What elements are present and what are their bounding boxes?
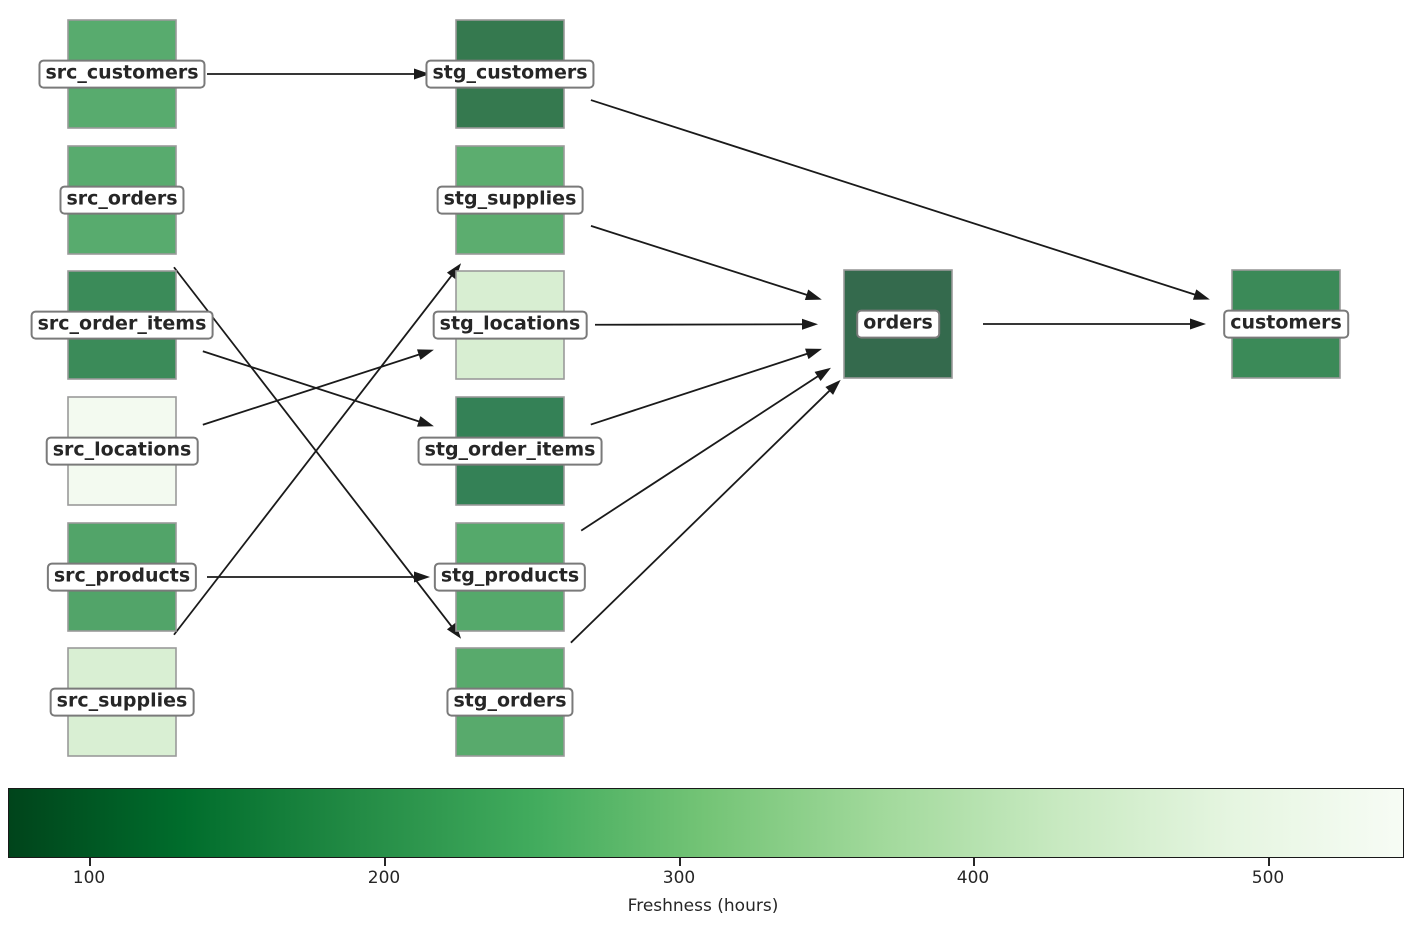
edge-stg_products-to-orders (580, 373, 822, 532)
arrowhead-stg_customers-to-customers (1192, 289, 1210, 300)
edge-src_orders-to-stg_orders (173, 266, 455, 630)
node-label-src_order_items: src_order_items (30, 310, 214, 340)
node-label-stg_customers: stg_customers (425, 59, 595, 89)
colorbar-tick-label-300: 300 (662, 868, 696, 888)
node-label-orders: orders (856, 309, 940, 339)
colorbar-tick-500 (1268, 858, 1270, 866)
node-label-src_locations: src_locations (45, 436, 199, 466)
arrowhead-src_locations-to-stg_locations (416, 349, 434, 360)
node-label-src_orders: src_orders (59, 185, 185, 215)
arrowhead-src_supplies-to-stg_supplies (446, 263, 462, 280)
node-label-src_supplies: src_supplies (49, 687, 195, 717)
node-label-stg_orders: stg_orders (446, 687, 574, 717)
node-label-stg_order_items: stg_order_items (417, 436, 603, 466)
edge-stg_orders-to-orders (570, 387, 833, 644)
colorbar-tick-label-100: 100 (72, 868, 106, 888)
node-label-src_customers: src_customers (38, 59, 206, 89)
arrowhead-stg_locations-to-orders (801, 318, 819, 330)
arrowhead-src_orders-to-stg_orders (446, 622, 462, 639)
arrowhead-src_products-to-stg_products (414, 571, 430, 583)
arrowhead-stg_supplies-to-orders (804, 289, 822, 301)
node-label-src_products: src_products (46, 562, 198, 592)
colorbar-tick-label-200: 200 (367, 868, 401, 888)
colorbar-tick-label-500: 500 (1251, 868, 1285, 888)
edge-src_order_items-to-stg_order_items (202, 350, 423, 424)
freshness-colorbar (8, 788, 1404, 858)
edge-stg_locations-to-orders (594, 323, 807, 326)
colorbar-tick-300 (679, 858, 681, 866)
edge-src_supplies-to-stg_supplies (173, 272, 455, 636)
colorbar-tick-100 (89, 858, 91, 866)
node-label-stg_products: stg_products (433, 562, 587, 592)
colorbar-tick-400 (973, 858, 975, 866)
edge-src_locations-to-stg_locations (202, 352, 423, 426)
edge-stg_order_items-to-orders (590, 351, 811, 426)
arrowhead-orders-to-customers (1190, 318, 1206, 330)
arrowhead-stg_order_items-to-orders (805, 348, 822, 360)
node-label-stg_supplies: stg_supplies (436, 185, 584, 215)
colorbar-tick-200 (384, 858, 386, 866)
arrowhead-stg_products-to-orders (814, 367, 831, 382)
arrowhead-src_customers-to-stg_customers (414, 68, 430, 80)
edge-stg_customers-to-customers (590, 99, 1199, 297)
node-label-stg_locations: stg_locations (432, 310, 588, 340)
arrowhead-src_order_items-to-stg_order_items (416, 416, 434, 427)
colorbar-tick-label-400: 400 (956, 868, 990, 888)
arrowhead-stg_orders-to-orders (825, 379, 841, 395)
node-label-customers: customers (1223, 309, 1349, 339)
colorbar-title: Freshness (hours) (627, 896, 779, 916)
edge-stg_supplies-to-orders (590, 225, 811, 297)
